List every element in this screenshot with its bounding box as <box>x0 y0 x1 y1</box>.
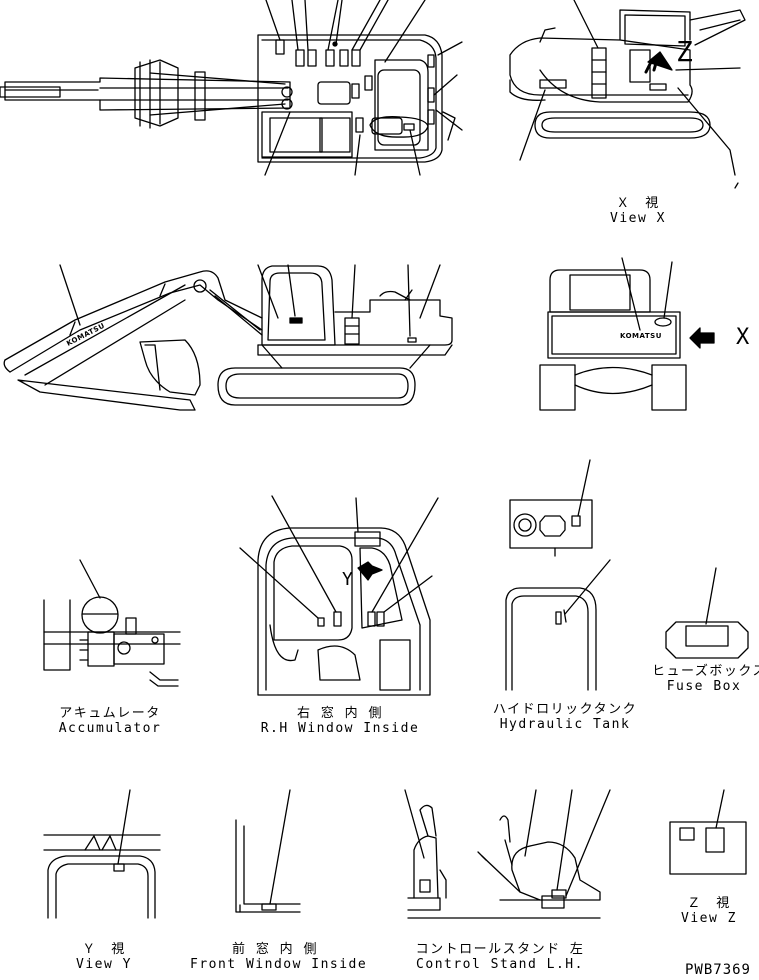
control-stand-en: Control Stand L.H. <box>416 957 584 972</box>
view-x-label: Ｘ 視 View X <box>590 196 686 226</box>
accumulator-jp: アキュムレータ <box>59 706 161 721</box>
view-x-jp: Ｘ 視 <box>616 196 660 211</box>
rear-logo: KOMATSU <box>620 332 662 340</box>
view-x-excavator <box>509 0 746 189</box>
top-view-excavator <box>0 0 463 176</box>
hydraulic-tank-label: ハイドロリックタンク Hydraulic Tank <box>490 702 640 732</box>
hydraulic-tank-jp: ハイドロリックタンク <box>492 702 638 717</box>
rh-window-en: R.H Window Inside <box>260 721 420 736</box>
front-window-jp: 前 窓 内 側 <box>232 942 318 957</box>
front-window-label: 前 窓 内 側 Front Window Inside <box>190 942 368 972</box>
view-z-jp: Ｚ 視 <box>687 896 731 911</box>
hydraulic-tank-view <box>505 459 611 691</box>
rh-window-view <box>239 495 439 696</box>
front-window-en: Front Window Inside <box>190 957 368 972</box>
view-z <box>669 789 747 875</box>
view-z-en: View Z <box>681 911 737 926</box>
view-z-label: Ｚ 視 View Z <box>664 896 754 926</box>
marker-x: X <box>736 325 750 350</box>
rh-window-label: 右 窓 内 側 R.H Window Inside <box>250 706 430 736</box>
hydraulic-tank-en: Hydraulic Tank <box>499 717 631 732</box>
fuse-box-label: ヒューズボックス Fuse Box <box>652 664 759 694</box>
view-x-en: View X <box>610 211 666 226</box>
control-stand-label: コントロールスタンド 左 Control Stand L.H. <box>410 942 590 972</box>
accumulator-en: Accumulator <box>58 721 162 736</box>
accumulator-view <box>43 559 181 687</box>
rh-window-jp: 右 窓 内 側 <box>297 706 383 721</box>
marker-z: Z <box>676 35 693 68</box>
control-stand-view <box>404 789 611 919</box>
fuse-box-en: Fuse Box <box>666 679 742 694</box>
view-y <box>43 789 161 919</box>
marker-y: Y <box>342 569 353 590</box>
rear-view-excavator: KOMATSU <box>539 257 715 411</box>
accumulator-label: アキュムレータ Accumulator <box>40 706 180 736</box>
front-window-view <box>235 789 301 913</box>
view-y-en: View Y <box>76 957 132 972</box>
side-view-excavator: KOMATSU <box>3 264 453 411</box>
fuse-box-view <box>665 567 749 659</box>
fuse-box-jp: ヒューズボックス <box>652 664 759 679</box>
view-y-label: Ｙ 視 View Y <box>54 942 154 972</box>
view-y-jp: Ｙ 視 <box>82 942 126 957</box>
drawing-code: PWB7369 <box>684 962 751 978</box>
control-stand-jp: コントロールスタンド 左 <box>415 942 585 957</box>
